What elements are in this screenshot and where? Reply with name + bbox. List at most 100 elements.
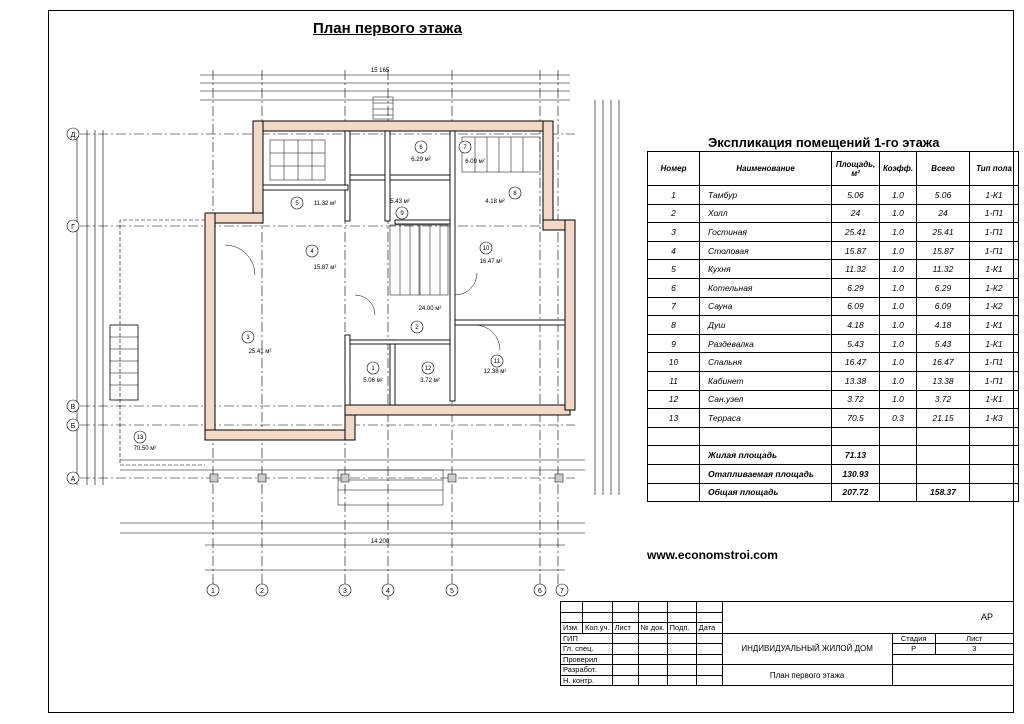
row-coef: 1.0 bbox=[879, 296, 917, 317]
room-13-number: 13 bbox=[137, 435, 144, 441]
room-4-area: 15.87 м² bbox=[314, 265, 337, 271]
room-6-number: 6 bbox=[419, 145, 423, 151]
room-12-area: 3.72 м² bbox=[420, 378, 439, 384]
explication-title: Экспликация помещений 1-го этажа bbox=[708, 135, 940, 150]
spacer-cell bbox=[879, 426, 917, 447]
row-floor: 1-П1 bbox=[969, 370, 1019, 391]
row-floor: 1-П1 bbox=[969, 222, 1019, 242]
row-coef: 1.0 bbox=[879, 240, 917, 261]
summary-empty bbox=[969, 463, 1019, 484]
summary-area: 130.93 bbox=[831, 463, 880, 484]
summary-total: 158.37 bbox=[916, 482, 970, 503]
row-floor: 1-К3 bbox=[969, 408, 1019, 428]
row-coef: 1.0 bbox=[879, 259, 917, 279]
row-floor: 1-К1 bbox=[969, 333, 1019, 354]
axis-y-B: Б bbox=[71, 423, 76, 430]
summary-empty bbox=[647, 463, 700, 484]
row-number: 13 bbox=[647, 408, 700, 428]
col-area: Площадь, м² bbox=[831, 151, 880, 186]
row-total: 16.47 bbox=[916, 352, 970, 372]
row-area: 70.5 bbox=[831, 408, 880, 428]
summary-area: 207.72 bbox=[831, 482, 880, 503]
axis-x-7: 7 bbox=[560, 588, 564, 595]
row-floor: 1-К2 bbox=[969, 277, 1019, 298]
explication-table: Номер Наименование Площадь, м² Коэфф. Вс… bbox=[647, 151, 1019, 503]
room-4-number: 4 bbox=[310, 249, 314, 255]
row-floor: 1-П1 bbox=[969, 352, 1019, 372]
row-area: 24 bbox=[831, 203, 880, 224]
stamp-col-4: Подп. bbox=[666, 622, 697, 634]
row-coef: 0.3 bbox=[879, 408, 917, 428]
row-coef: 1.0 bbox=[879, 333, 917, 354]
summary-empty bbox=[969, 445, 1019, 465]
row-number: 6 bbox=[647, 277, 700, 298]
row-number: 4 bbox=[647, 240, 700, 261]
row-area: 3.72 bbox=[831, 389, 880, 410]
total-width-dim-bottom: 14 200 bbox=[371, 539, 390, 545]
summary-empty bbox=[647, 482, 700, 503]
summary-empty bbox=[879, 463, 917, 484]
stamp-col-2: Лист bbox=[611, 622, 639, 634]
summary-empty bbox=[647, 445, 700, 465]
summary-empty bbox=[969, 482, 1019, 503]
row-coef: 1.0 bbox=[879, 185, 917, 205]
col-total: Всего bbox=[916, 151, 970, 186]
summary-empty bbox=[879, 445, 917, 465]
room-10-area: 16.47 м² bbox=[480, 259, 503, 265]
row-total: 11.32 bbox=[916, 259, 970, 279]
axis-y-G: Г bbox=[71, 224, 75, 231]
row-total: 25.41 bbox=[916, 222, 970, 242]
room-3-area: 25.41 м² bbox=[249, 349, 272, 355]
col-name: Наименование bbox=[699, 151, 832, 186]
row-total: 15.87 bbox=[916, 240, 970, 261]
row-total: 24 bbox=[916, 203, 970, 224]
row-floor: 1-К1 bbox=[969, 185, 1019, 205]
col-floor: Тип пола bbox=[969, 151, 1019, 186]
axis-x-3: 3 bbox=[343, 588, 347, 595]
row-name: Спальня bbox=[699, 352, 832, 372]
stamp-col-3: № док. bbox=[637, 622, 668, 634]
row-area: 5.06 bbox=[831, 185, 880, 205]
row-name: Сан.узел bbox=[699, 389, 832, 410]
row-number: 3 bbox=[647, 222, 700, 242]
row-number: 12 bbox=[647, 389, 700, 410]
stamp-col-5: Дата bbox=[695, 622, 723, 634]
room-9-number: 9 bbox=[400, 211, 404, 217]
col-number: Номер bbox=[647, 151, 700, 186]
room-9-area: 5.43 м² bbox=[390, 199, 409, 205]
stamp-role-3: Разработ. bbox=[560, 664, 613, 676]
row-area: 6.29 bbox=[831, 277, 880, 298]
stamp-sheet-name: План первого этажа bbox=[721, 664, 893, 686]
axis-y-D: Д bbox=[71, 132, 76, 139]
room-11-area: 12.38 м² bbox=[484, 369, 507, 375]
axis-x-4: 4 bbox=[386, 588, 390, 595]
stamp-col-1: Кол.уч. bbox=[582, 622, 613, 634]
row-area: 4.18 bbox=[831, 315, 880, 335]
row-coef: 1.0 bbox=[879, 203, 917, 224]
row-area: 6.09 bbox=[831, 296, 880, 317]
row-floor: 1-К1 bbox=[969, 389, 1019, 410]
row-area: 16.47 bbox=[831, 352, 880, 372]
stamp-col-0: Изм. bbox=[560, 622, 583, 634]
website-text: www.economstroi.com bbox=[647, 548, 778, 562]
stamp-role-1: Гл. спец. bbox=[560, 643, 613, 655]
row-total: 6.29 bbox=[916, 277, 970, 298]
row-name: Терраса bbox=[699, 408, 832, 428]
row-area: 13.38 bbox=[831, 370, 880, 391]
stamp-stage: Р bbox=[891, 643, 936, 655]
row-name: Холл bbox=[699, 203, 832, 224]
row-number: 8 bbox=[647, 315, 700, 335]
axis-x-6: 6 bbox=[538, 588, 542, 595]
stamp-sheet-label: Лист bbox=[934, 632, 1015, 644]
spacer-cell bbox=[831, 426, 880, 447]
total-width-dim: 15 165 bbox=[371, 68, 390, 74]
